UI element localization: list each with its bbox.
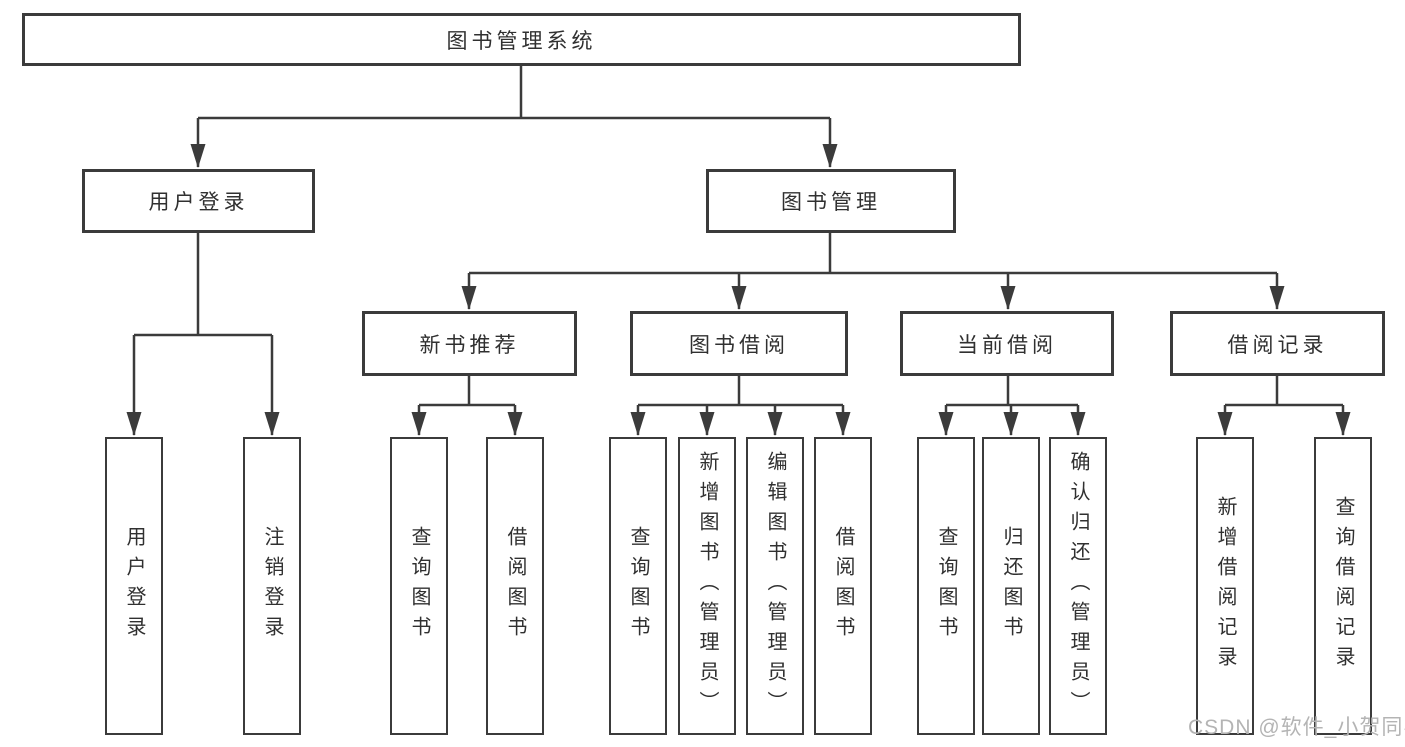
leaf-newbook-query-books: 查询图书 (390, 437, 448, 735)
node-new-book-recommend: 新书推荐 (362, 311, 577, 376)
leaf-label: 查询借阅记录 (1332, 496, 1354, 676)
leaf-current-return-books: 归还图书 (982, 437, 1040, 735)
leaf-label: 确认归还（管理员） (1067, 451, 1089, 721)
leaf-borrow-query-books: 查询图书 (609, 437, 667, 735)
csdn-watermark: CSDN @软件_小贺同学 (1188, 716, 1405, 739)
leaf-logout: 注销登录 (243, 437, 301, 735)
leaf-borrow-add-books-admin: 新增图书（管理员） (678, 437, 736, 735)
leaf-label: 注销登录 (261, 526, 283, 646)
leaf-label: 借阅图书 (504, 526, 526, 646)
leaf-records-add-borrow-record: 新增借阅记录 (1196, 437, 1254, 735)
leaf-borrow-borrow-books: 借阅图书 (814, 437, 872, 735)
node-current-borrowing: 当前借阅 (900, 311, 1114, 376)
node-book-borrowing: 图书借阅 (630, 311, 848, 376)
node-user-login: 用户登录 (82, 169, 315, 233)
leaf-label: 借阅图书 (832, 526, 854, 646)
leaf-current-confirm-return-admin: 确认归还（管理员） (1049, 437, 1107, 735)
leaf-label: 编辑图书（管理员） (764, 451, 786, 721)
leaf-label: 归还图书 (1000, 526, 1022, 646)
leaf-label: 新增图书（管理员） (696, 451, 718, 721)
leaf-user-login: 用户登录 (105, 437, 163, 735)
leaf-label: 查询图书 (408, 526, 430, 646)
leaf-label: 用户登录 (123, 526, 145, 646)
node-book-management: 图书管理 (706, 169, 956, 233)
leaf-label: 查询图书 (627, 526, 649, 646)
leaf-newbook-borrow-books: 借阅图书 (486, 437, 544, 735)
leaf-label: 新增借阅记录 (1214, 496, 1236, 676)
leaf-label: 查询图书 (935, 526, 957, 646)
connector-skeleton (134, 66, 1343, 407)
leaf-current-query-books: 查询图书 (917, 437, 975, 735)
leaf-records-query-borrow-record: 查询借阅记录 (1314, 437, 1372, 735)
node-root-system: 图书管理系统 (22, 13, 1021, 66)
leaf-borrow-edit-books-admin: 编辑图书（管理员） (746, 437, 804, 735)
node-borrowing-records: 借阅记录 (1170, 311, 1385, 376)
